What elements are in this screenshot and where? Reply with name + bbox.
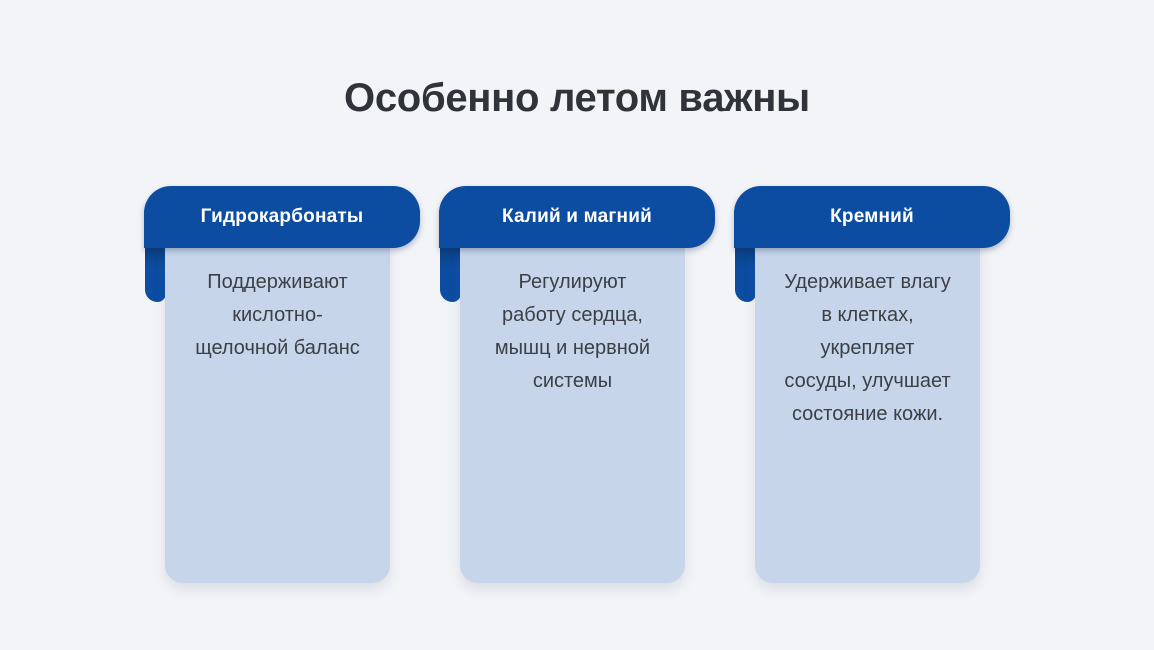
card-body: Удерживает влагу в клетках, укрепляет со… [755,240,980,583]
cards-row: Поддерживают кислотно- щелочной баланс Г… [0,186,1154,583]
card-header: Кремний [734,186,1010,248]
card-header: Калий и магний [439,186,715,248]
ribbon-fold [145,238,166,302]
card-description: Удерживает влагу в клетках, укрепляет со… [784,271,951,425]
card-header: Гидрокарбонаты [144,186,420,248]
card-title: Гидрокарбонаты [200,206,364,227]
card-title: Кремний [830,206,914,227]
slide: Особенно летом важны Поддерживают кислот… [0,74,1154,650]
card-body: Поддерживают кислотно- щелочной баланс [165,240,390,583]
card-description: Поддерживают кислотно- щелочной баланс [195,271,360,359]
card-title: Калий и магний [502,206,652,227]
card-silicon: Удерживает влагу в клетках, укрепляет со… [734,186,1010,583]
card-potassium-magnesium: Регулируют работу сердца, мышц и нервной… [439,186,715,583]
card-description: Регулируют работу сердца, мышц и нервной… [494,271,651,392]
ribbon-fold [440,238,461,302]
card-body: Регулируют работу сердца, мышц и нервной… [460,240,685,583]
page-title: Особенно летом важны [344,76,810,120]
card-hydrocarbonates: Поддерживают кислотно- щелочной баланс Г… [144,186,420,583]
ribbon-fold [735,238,756,302]
